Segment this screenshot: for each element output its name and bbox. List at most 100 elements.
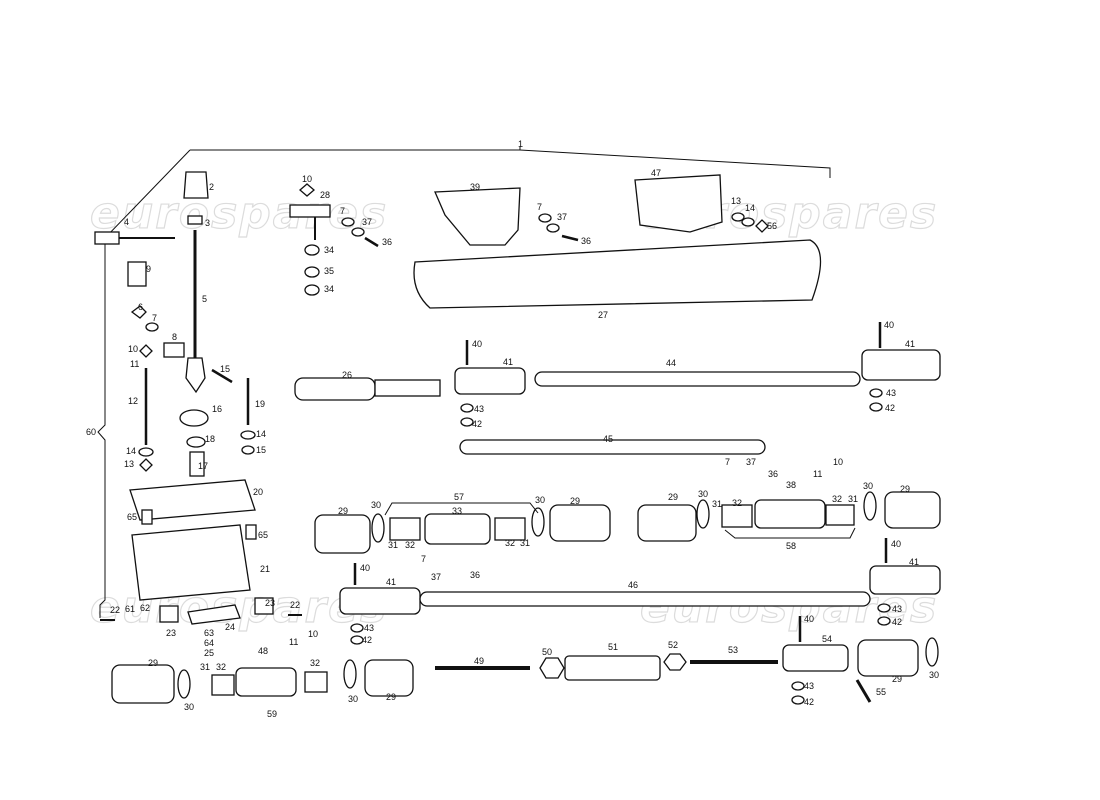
- housing-base-21: [131, 524, 251, 601]
- callout-37c: 37: [746, 457, 756, 467]
- callout-11c: 11: [289, 637, 298, 647]
- callout-29a: 29: [338, 506, 348, 516]
- callout-22b: 22: [290, 600, 300, 610]
- callout-36c: 36: [768, 469, 778, 479]
- clamp-30d: [863, 491, 877, 521]
- callout-17: 17: [198, 461, 208, 471]
- washer-43a: [460, 403, 474, 413]
- washer-14-r: [741, 217, 755, 227]
- nut-42a: [460, 417, 474, 427]
- callout-41b: 41: [905, 339, 915, 349]
- shaft-row-1: [294, 322, 941, 427]
- bracket-8: [163, 342, 185, 358]
- tube-26-end: [374, 379, 441, 397]
- callout-51: 51: [608, 642, 618, 652]
- shaft-44: [534, 371, 861, 387]
- tube-26: [294, 377, 376, 401]
- clamp-30f: [343, 659, 357, 689]
- callout-7c: 7: [537, 202, 542, 212]
- bracket-28: [289, 204, 331, 218]
- housing-top-20: [129, 479, 256, 521]
- callout-40c: 40: [360, 563, 370, 573]
- callout-47: 47: [651, 168, 661, 178]
- callout-8: 8: [172, 332, 177, 342]
- callout-42e: 42: [804, 697, 814, 707]
- ujoint-41d: [869, 565, 941, 595]
- bracket-39: [434, 187, 521, 246]
- callout-65a: 65: [127, 512, 137, 522]
- callout-30c: 30: [698, 489, 708, 499]
- callout-31d: 31: [848, 494, 858, 504]
- nut-50: [539, 657, 565, 679]
- washer-18: [186, 436, 206, 448]
- pin-55: [855, 679, 872, 703]
- callout-40a: 40: [472, 339, 482, 349]
- callout-30f: 30: [348, 694, 358, 704]
- callout-18: 18: [205, 434, 215, 444]
- bracket-47: [634, 174, 723, 233]
- callout-54: 54: [822, 634, 832, 644]
- plate-24: [187, 604, 241, 625]
- bearing-32b: [494, 517, 526, 541]
- coupling-57: [314, 504, 611, 554]
- callout-13b: 13: [731, 196, 741, 206]
- callout-7: 7: [152, 313, 157, 323]
- bracket-57-line: [384, 502, 856, 539]
- callout-30e: 30: [184, 702, 194, 712]
- nut-42b: [869, 402, 883, 412]
- callout-10: 10: [128, 344, 138, 354]
- washer-7-mid: [538, 213, 552, 223]
- boot-29b: [549, 504, 611, 542]
- callout-58: 58: [786, 541, 796, 551]
- callout-30g: 30: [929, 670, 939, 680]
- callout-29f: 29: [386, 692, 396, 702]
- tunnel-cover-27: [413, 239, 822, 309]
- callout-61: 61: [125, 604, 135, 614]
- callout-20: 20: [253, 487, 263, 497]
- bush-65b: [245, 524, 257, 540]
- callout-43d: 43: [892, 604, 902, 614]
- boot-29f: [364, 659, 414, 697]
- callout-57: 57: [454, 492, 464, 502]
- callout-40b: 40: [884, 320, 894, 330]
- callout-14: 14: [126, 446, 136, 456]
- callout-63: 63: [204, 628, 214, 638]
- callout-23a: 23: [166, 628, 176, 638]
- callout-50: 50: [542, 647, 552, 657]
- callout-40e: 40: [804, 614, 814, 624]
- callout-32c: 32: [732, 498, 742, 508]
- lever-nut: [187, 215, 203, 225]
- callout-62: 62: [140, 603, 150, 613]
- callout-52: 52: [668, 640, 678, 650]
- spacer-17: [189, 451, 205, 477]
- callout-32d: 32: [832, 494, 842, 504]
- bracket-23b: [254, 597, 274, 615]
- clamp-30g: [925, 637, 939, 667]
- callout-32f: 32: [310, 658, 320, 668]
- boot-29c: [637, 504, 697, 542]
- callout-9: 9: [146, 264, 151, 274]
- part-35: [304, 266, 320, 278]
- washer-14b: [240, 430, 256, 440]
- bearing-32d: [825, 504, 855, 526]
- callout-33: 33: [452, 506, 462, 516]
- callout-42b: 42: [885, 403, 895, 413]
- callout-25: 25: [204, 648, 214, 658]
- callout-7b: 7: [340, 206, 345, 216]
- bolt-36-top: [364, 236, 379, 248]
- callout-10d: 10: [308, 629, 318, 639]
- nut-52: [663, 653, 687, 671]
- washer-13-r: [731, 212, 745, 222]
- callout-30b: 30: [535, 495, 545, 505]
- gear-knob: [183, 171, 209, 199]
- washer-37-mid: [546, 223, 560, 233]
- callout-10b: 10: [302, 174, 312, 184]
- boot-29a: [314, 514, 371, 554]
- callout-38: 38: [786, 480, 796, 490]
- callout-15: 15: [220, 364, 230, 374]
- washer-43d: [877, 603, 891, 613]
- callout-43b: 43: [886, 388, 896, 398]
- reverse-switch: [94, 231, 120, 245]
- nut-42e: [791, 695, 805, 705]
